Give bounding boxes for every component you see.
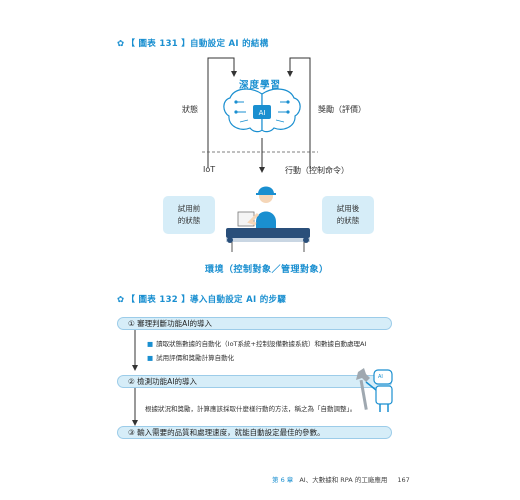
step-1-bar: ① 審理判斷功能AI的導入	[117, 317, 392, 330]
step-1-bullet-2: ■試用評價和獎勵計算自動化	[147, 354, 235, 362]
robot-label: AI	[378, 374, 383, 380]
figure-132-caption: ✿【 圖表 132 】導入自動設定 AI 的步驟	[117, 295, 287, 305]
chapter-title: AI、大數據和 RPA 的工廠應用	[299, 476, 388, 484]
page-number: 167	[397, 476, 410, 484]
bullet-icon: ■	[147, 354, 154, 362]
step-2-body: 根據狀況和獎勵，計算應該採取什麼樣行動的方法，稱之為「自動調整」。	[145, 405, 357, 413]
step-3-bar: ③ 輸入需要的品質和處理速度，就能自動設定最佳的參數。	[117, 426, 392, 439]
after-state-line2: 的狀態	[336, 216, 360, 225]
after-state-box: 試用後 的狀態	[322, 196, 374, 234]
worker-illustration	[226, 186, 310, 252]
bullet-icon: ■	[147, 340, 154, 348]
state-arrow	[207, 57, 237, 168]
ai-structure-diagram: AI	[202, 57, 318, 252]
steps-arrows	[132, 330, 138, 426]
robot-icon	[356, 368, 393, 412]
before-state-line2: 的狀態	[177, 216, 201, 225]
page-footer: 第 6 章 AI、大數據和 RPA 的工廠應用 167	[272, 474, 410, 484]
reward-label: 獎勵（評價）	[318, 105, 366, 114]
step-1-label: ① 審理判斷功能AI的導入	[128, 319, 212, 328]
step-3-label: ③ 輸入需要的品質和處理速度，就能自動設定最佳的參數。	[128, 428, 325, 437]
chapter-label: 第 6 章	[272, 476, 294, 484]
gear-icon: ✿	[117, 39, 125, 49]
iot-label: IoT	[203, 165, 216, 174]
step-2-bar: ② 檢測功能AI的導入	[117, 375, 392, 388]
state-label: 狀態	[182, 105, 198, 114]
deep-learning-title: 深度學習	[239, 80, 282, 91]
before-state-box: 試用前 的狀態	[163, 196, 215, 234]
figure-131-caption: ✿【 圖表 131 】自動設定 AI 的結構	[117, 39, 269, 49]
after-state-line1: 試用後	[336, 204, 360, 213]
reward-arrow	[287, 57, 311, 168]
gear-icon: ✿	[117, 295, 125, 305]
environment-label: 環境（控制對象／管理對象）	[205, 265, 329, 275]
step-1-bullet-1: ■讀取狀態數據的自動化（IoT系統+控制設備數據系統）和數據自動處理AI	[147, 340, 367, 348]
action-label: 行動（控制命令）	[285, 166, 349, 175]
brain-icon	[223, 88, 301, 133]
before-state-line1: 試用前	[177, 204, 201, 213]
step-2-label: ② 檢測功能AI的導入	[128, 377, 197, 386]
ai-chip-label: AI	[259, 109, 266, 117]
